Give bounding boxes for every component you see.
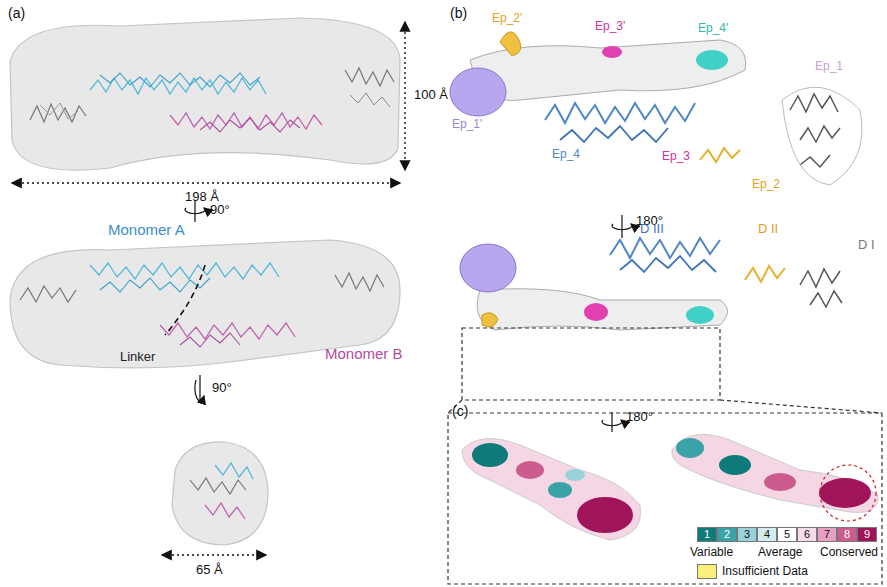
legend-text: Insufficient Data: [722, 565, 808, 578]
domain-label: D I: [858, 238, 875, 252]
legend-text: 2: [724, 528, 730, 540]
rotation-label: 90°: [210, 203, 230, 217]
domain-label: D II: [758, 222, 778, 236]
epitope-label: Ep_3: [662, 150, 690, 163]
legend-text: 8: [844, 528, 850, 540]
dimension-label: 100 Å: [414, 88, 448, 102]
panel-letter: (b): [450, 6, 467, 21]
legend-text: 3: [744, 528, 750, 540]
legend-text: 9: [864, 528, 870, 540]
legend-swatch: 2: [717, 527, 737, 542]
legend-swatch: 6: [797, 527, 817, 542]
legend-text: 4: [764, 528, 770, 540]
monomer-label: Monomer B: [325, 346, 403, 363]
legend-swatch: 8: [837, 527, 857, 542]
dimension-label: 65 Å: [196, 563, 223, 577]
legend-swatch: [697, 564, 717, 579]
epitope-label: Ep_2': [492, 12, 522, 25]
legend-swatch: 9: [857, 527, 877, 542]
panel-letter: (a): [8, 6, 25, 21]
legend-swatch: 7: [817, 527, 837, 542]
epitope-label: Ep_1: [815, 60, 843, 73]
domain-label: D III: [640, 222, 664, 236]
rotation-label: 90°: [212, 381, 232, 395]
legend-swatch: 3: [737, 527, 757, 542]
legend-text: 7: [824, 528, 830, 540]
legend-swatch: 1: [697, 527, 717, 542]
legend-text: 6: [804, 528, 810, 540]
epitope-label: Ep_4': [698, 22, 728, 35]
monomer-label: Monomer A: [108, 222, 185, 239]
epitope-label: Ep_4: [552, 148, 580, 161]
scale-label: Variable: [690, 546, 733, 559]
legend-swatch: 5: [777, 527, 797, 542]
legend-swatch: 4: [757, 527, 777, 542]
panel-letter: (c): [452, 404, 468, 419]
legend-text: 1: [704, 528, 710, 540]
scale-label: Conserved: [820, 546, 878, 559]
epitope-label: Ep_1': [452, 118, 482, 131]
legend-text: 5: [784, 528, 790, 540]
rotation-label: 180°: [626, 410, 653, 424]
scale-label: Average: [758, 546, 802, 559]
linker-label: Linker: [120, 350, 155, 364]
epitope-label: Ep_2: [752, 178, 780, 191]
epitope-label: Ep_3': [595, 20, 625, 33]
